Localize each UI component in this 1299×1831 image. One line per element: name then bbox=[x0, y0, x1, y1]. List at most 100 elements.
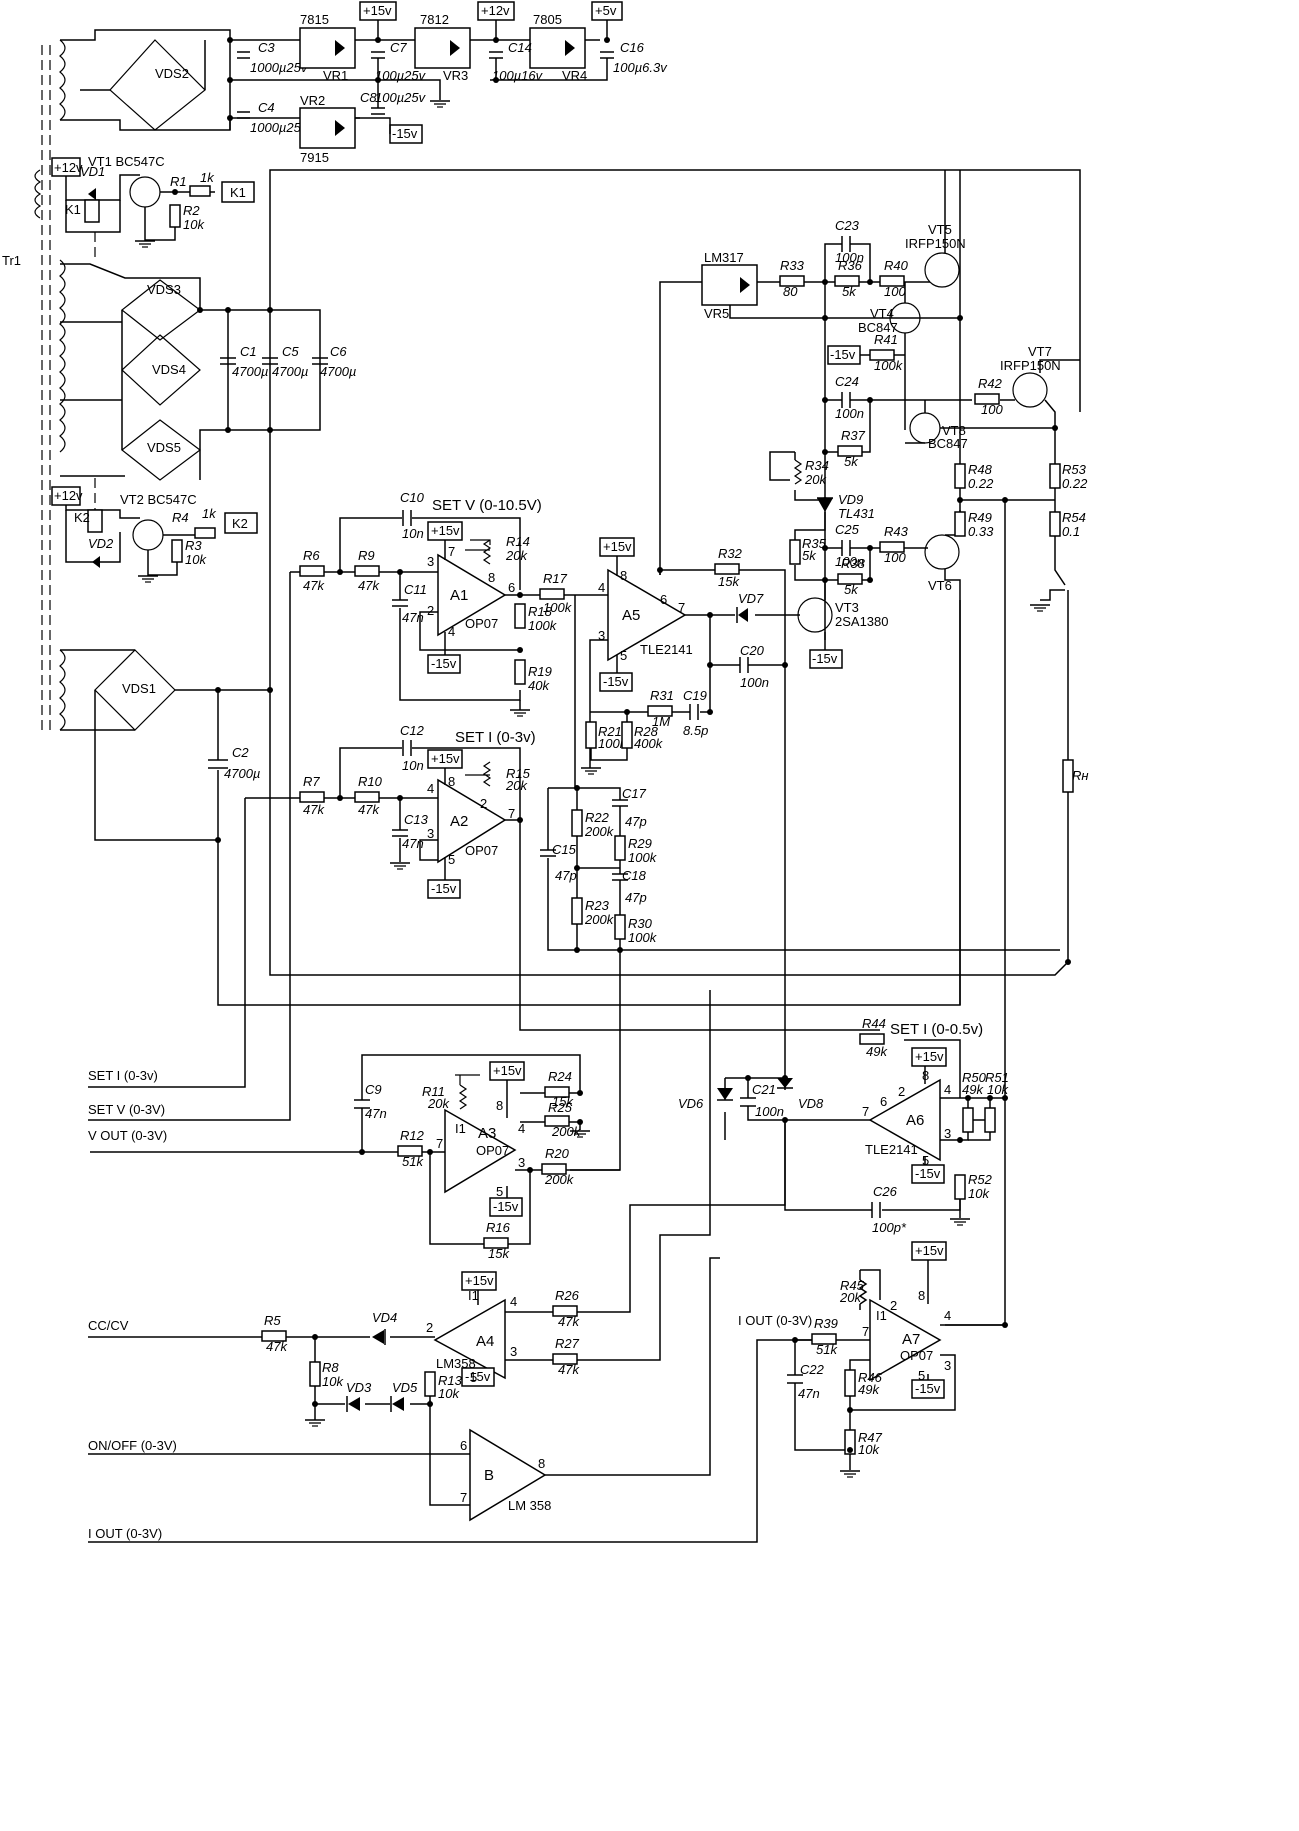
svg-text:20k: 20k bbox=[505, 778, 528, 793]
svg-text:R43: R43 bbox=[884, 524, 909, 539]
svg-text:BC847: BC847 bbox=[928, 436, 968, 451]
svg-text:40k: 40k bbox=[528, 678, 550, 693]
svg-text:A5: A5 bbox=[622, 607, 640, 624]
svg-text:R19: R19 bbox=[528, 664, 552, 679]
svg-text:A7: A7 bbox=[902, 1331, 920, 1348]
relay-k1-block: +12v VD1 K1 VT1 BC547C R1 1k K1 R2 10k bbox=[51, 154, 255, 262]
c4: C4 1000µ25v bbox=[237, 100, 309, 135]
svg-text:SET I (0-0.5v): SET I (0-0.5v) bbox=[890, 1021, 983, 1038]
svg-text:100: 100 bbox=[884, 550, 906, 565]
svg-text:+15v: +15v bbox=[915, 1049, 944, 1064]
svg-text:+15v: +15v bbox=[915, 1243, 944, 1258]
svg-text:47k: 47k bbox=[558, 1314, 580, 1329]
svg-text:0.1: 0.1 bbox=[1062, 524, 1080, 539]
svg-text:R44: R44 bbox=[862, 1016, 886, 1031]
svg-text:VT3: VT3 bbox=[835, 600, 859, 615]
svg-text:C10: C10 bbox=[400, 490, 425, 505]
svg-text:100k: 100k bbox=[598, 736, 628, 751]
svg-text:Rн: Rн bbox=[1072, 768, 1089, 783]
svg-text:0.22: 0.22 bbox=[1062, 476, 1088, 491]
svg-text:10k: 10k bbox=[968, 1186, 990, 1201]
svg-text:-15v: -15v bbox=[812, 651, 838, 666]
svg-text:+15v: +15v bbox=[431, 751, 460, 766]
svg-text:15k: 15k bbox=[552, 1094, 574, 1109]
svg-text:K2: K2 bbox=[232, 516, 248, 531]
svg-text:15k: 15k bbox=[488, 1246, 510, 1261]
svg-text:47n: 47n bbox=[402, 610, 424, 625]
svg-text:VDS3: VDS3 bbox=[147, 282, 181, 297]
svg-text:R2: R2 bbox=[183, 203, 200, 218]
svg-text:0.22: 0.22 bbox=[968, 476, 994, 491]
svg-text:R23: R23 bbox=[585, 898, 610, 913]
svg-text:-15v: -15v bbox=[465, 1369, 491, 1384]
svg-text:8: 8 bbox=[488, 570, 495, 585]
svg-text:R50: R50 bbox=[962, 1070, 987, 1085]
svg-text:VD9: VD9 bbox=[838, 492, 863, 507]
svg-text:4700µ: 4700µ bbox=[320, 364, 356, 379]
c16: C16 100µ6.3v bbox=[600, 40, 668, 75]
svg-text:2: 2 bbox=[480, 796, 487, 811]
svg-text:5k: 5k bbox=[844, 582, 859, 597]
svg-text:4: 4 bbox=[518, 1121, 525, 1136]
svg-text:R33: R33 bbox=[780, 258, 805, 273]
svg-text:R51: R51 bbox=[985, 1070, 1009, 1085]
svg-text:+15v: +15v bbox=[465, 1273, 494, 1288]
svg-text:5: 5 bbox=[470, 1370, 477, 1385]
svg-text:R5: R5 bbox=[264, 1313, 281, 1328]
vr2-regulator: VR2 7915 bbox=[299, 93, 356, 165]
svg-text:I1: I1 bbox=[876, 1308, 887, 1323]
svg-text:R30: R30 bbox=[628, 916, 653, 931]
svg-text:R32: R32 bbox=[718, 546, 743, 561]
svg-text:0.33: 0.33 bbox=[968, 524, 994, 539]
svg-text:5: 5 bbox=[620, 648, 627, 663]
svg-text:R7: R7 bbox=[303, 774, 320, 789]
svg-text:10k: 10k bbox=[322, 1374, 344, 1389]
svg-text:C20: C20 bbox=[740, 643, 765, 658]
svg-text:47p: 47p bbox=[555, 868, 577, 883]
svg-text:R18: R18 bbox=[528, 604, 553, 619]
svg-text:R22: R22 bbox=[585, 810, 610, 825]
svg-text:4700µ: 4700µ bbox=[232, 364, 268, 379]
svg-text:1k: 1k bbox=[200, 170, 215, 185]
svg-text:I OUT (0-3V): I OUT (0-3V) bbox=[738, 1313, 812, 1328]
svg-text:VT1 BC547C: VT1 BC547C bbox=[88, 154, 165, 169]
svg-text:C6: C6 bbox=[330, 344, 347, 359]
svg-text:R9: R9 bbox=[358, 548, 375, 563]
svg-text:VR1: VR1 bbox=[323, 68, 348, 83]
svg-text:4700µ: 4700µ bbox=[224, 766, 260, 781]
svg-text:100k: 100k bbox=[628, 850, 658, 865]
svg-text:47p: 47p bbox=[625, 890, 647, 905]
svg-text:2: 2 bbox=[426, 1320, 433, 1335]
svg-text:200k: 200k bbox=[584, 824, 615, 839]
svg-text:R26: R26 bbox=[555, 1288, 580, 1303]
rail-flag-top-m15: -15v bbox=[389, 124, 423, 144]
svg-text:VDS5: VDS5 bbox=[147, 440, 181, 455]
svg-text:7915: 7915 bbox=[300, 150, 329, 165]
svg-text:7815: 7815 bbox=[300, 12, 329, 27]
svg-text:100k: 100k bbox=[528, 618, 558, 633]
svg-text:R29: R29 bbox=[628, 836, 652, 851]
svg-text:100n: 100n bbox=[835, 250, 864, 265]
vr3-regulator: 7812 VR3 bbox=[414, 12, 471, 83]
svg-text:10n: 10n bbox=[402, 758, 424, 773]
c8: C8 100µ25v bbox=[360, 90, 427, 115]
svg-text:LM317: LM317 bbox=[704, 250, 744, 265]
svg-text:BC847: BC847 bbox=[858, 320, 898, 335]
svg-text:R31: R31 bbox=[650, 688, 674, 703]
svg-text:-15v: -15v bbox=[392, 126, 418, 141]
svg-text:200k: 200k bbox=[584, 912, 615, 927]
svg-text:R28: R28 bbox=[634, 724, 659, 739]
svg-text:B: B bbox=[484, 1467, 494, 1484]
svg-text:+15v: +15v bbox=[603, 539, 632, 554]
svg-text:3: 3 bbox=[944, 1358, 951, 1373]
svg-text:10k: 10k bbox=[438, 1386, 460, 1401]
svg-text:C21: C21 bbox=[752, 1082, 776, 1097]
svg-text:R53: R53 bbox=[1062, 462, 1087, 477]
svg-text:2: 2 bbox=[427, 603, 434, 618]
svg-text:R52: R52 bbox=[968, 1172, 993, 1187]
svg-text:R15: R15 bbox=[506, 766, 531, 781]
tr1-label: Tr1 bbox=[2, 253, 21, 268]
svg-text:80: 80 bbox=[783, 284, 798, 299]
